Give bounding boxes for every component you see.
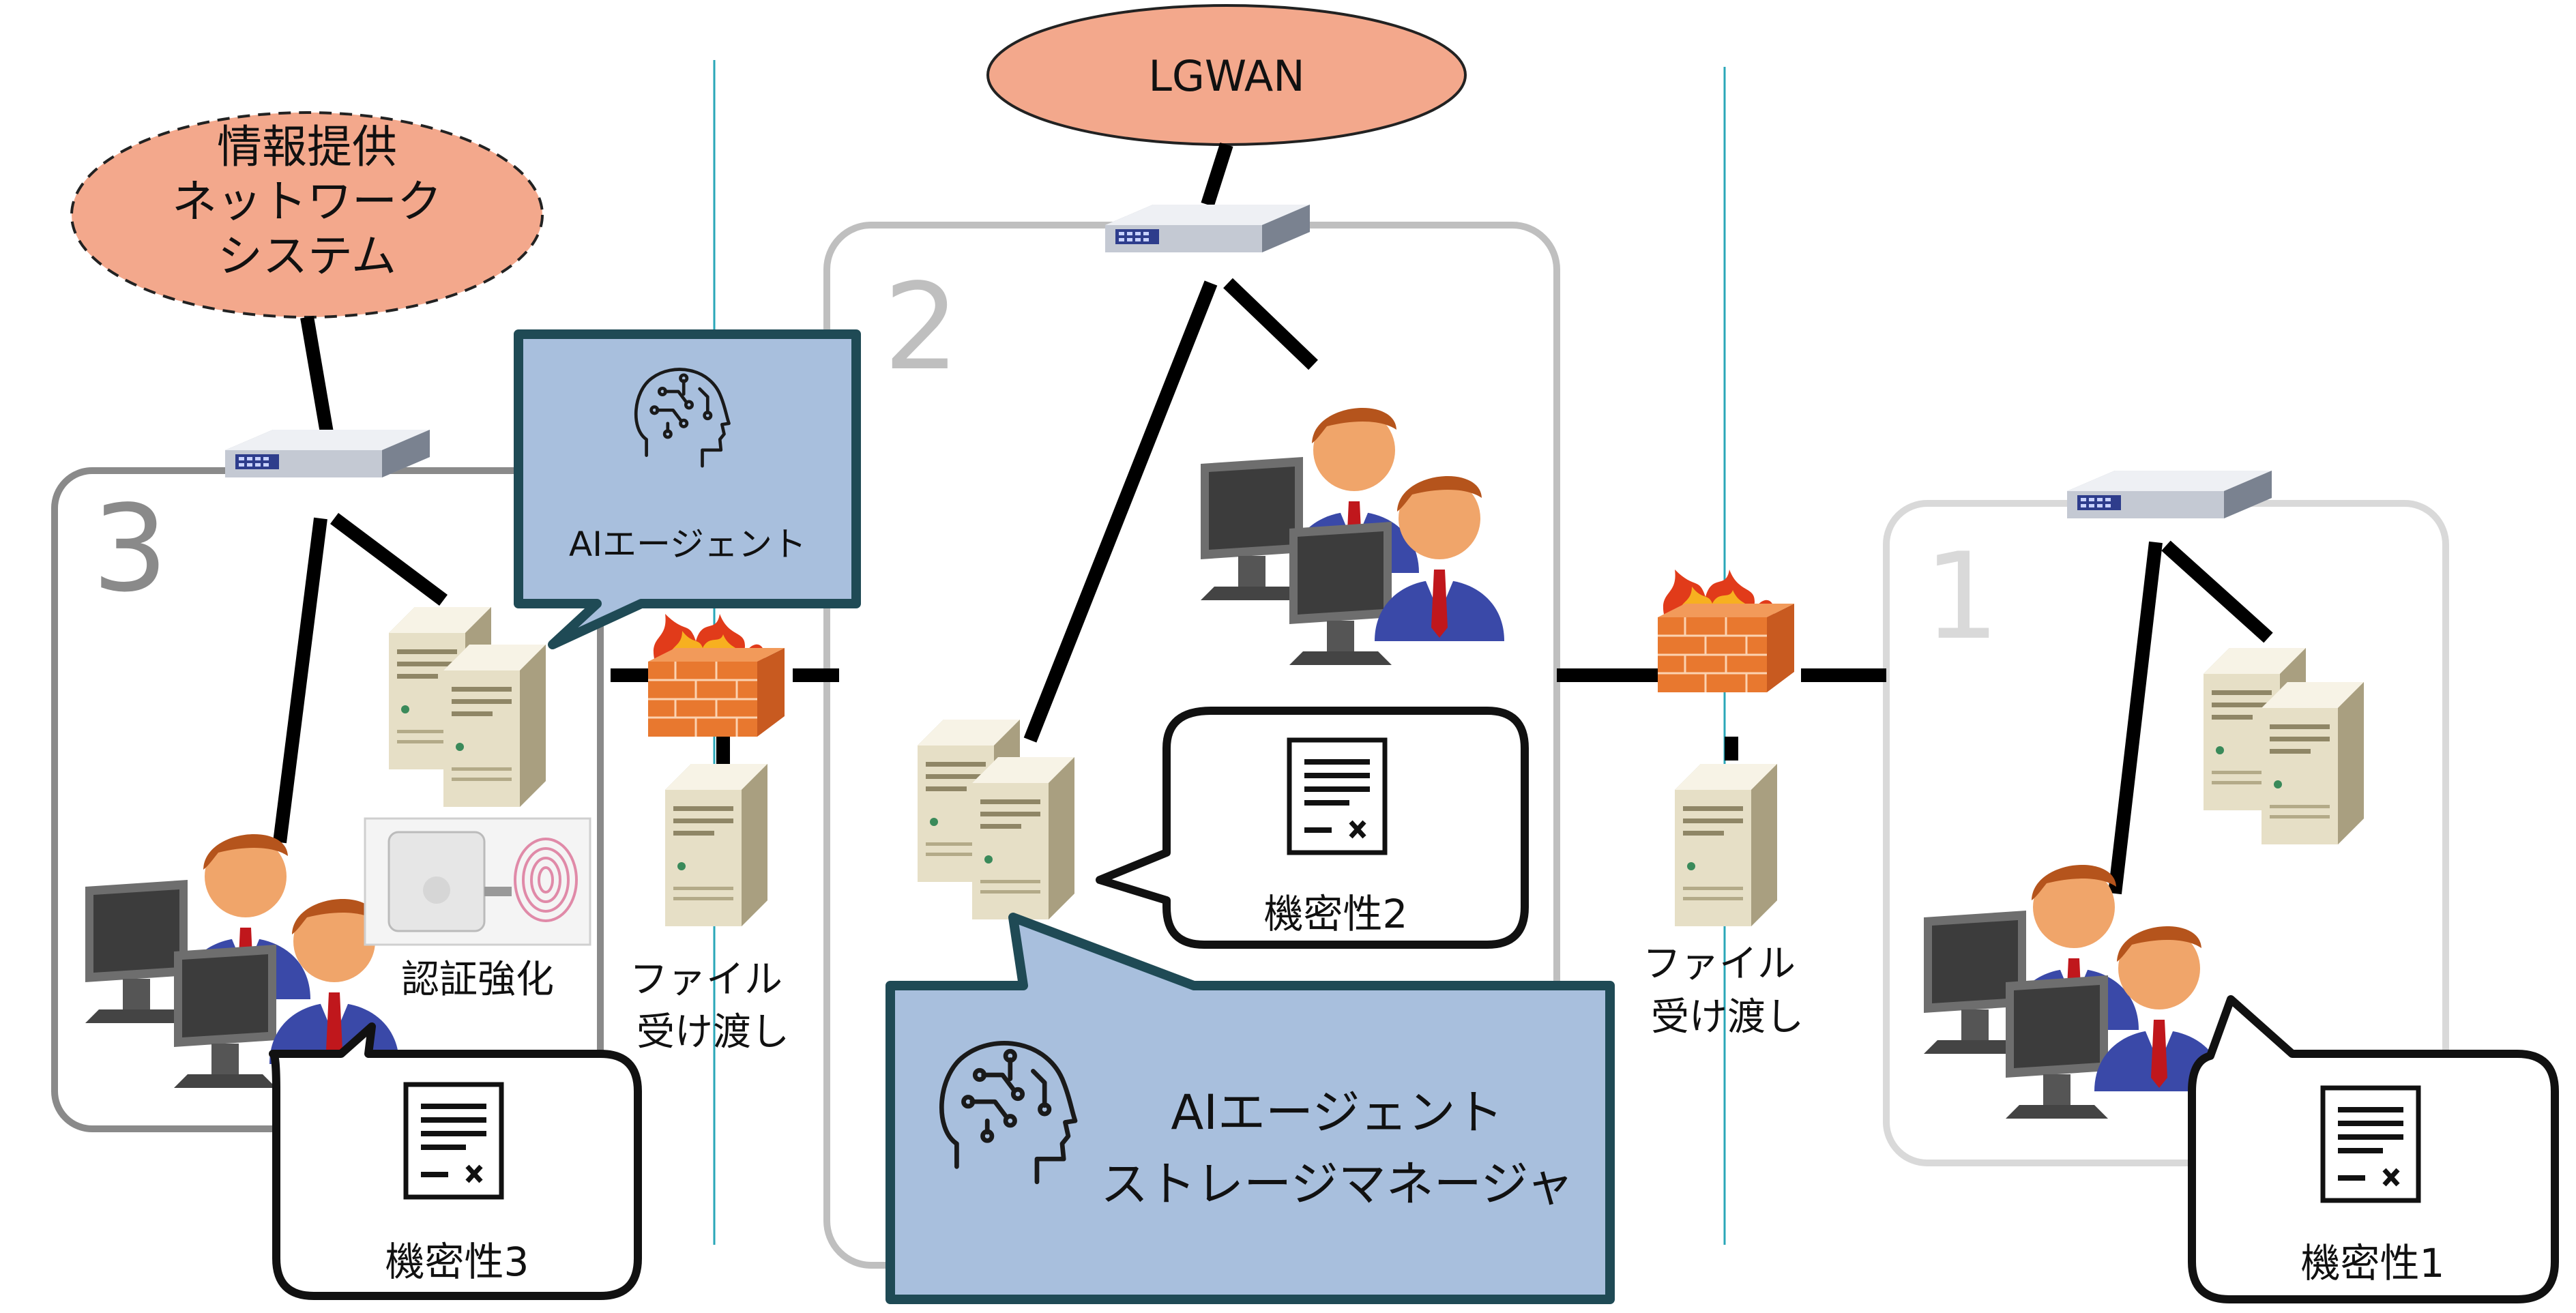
- server-icon: [2262, 682, 2364, 844]
- cloud-info-network-label-2: ネットワーク: [172, 175, 442, 228]
- cloud-info-network-label-1: 情報提供: [217, 121, 397, 173]
- document-icon: [406, 1085, 501, 1197]
- server-icon: [1675, 764, 1777, 926]
- firewall-icon: [647, 613, 786, 738]
- zone-2-number: 2: [883, 259, 959, 397]
- cloud-lgwan-label: LGWAN: [1148, 51, 1304, 101]
- network-links: [273, 142, 2273, 895]
- zone-3-number: 3: [92, 480, 168, 619]
- file-transfer-right-1: ファイル: [1643, 942, 1796, 986]
- file-transfer-right-2: 受け渡し: [1651, 995, 1804, 1039]
- ai-storage-callout: [886, 913, 1615, 1304]
- monitor-icon: [174, 945, 276, 1088]
- zone-1-number: 1: [1924, 528, 2000, 666]
- file-transfer-left-2: 受け渡し: [636, 1010, 789, 1054]
- monitor-icon: [2006, 975, 2108, 1119]
- monitor-icon: [85, 880, 188, 1023]
- switch-icon: [2067, 471, 2272, 518]
- ai-agent-callout: [514, 329, 861, 649]
- server-icon: [665, 764, 767, 926]
- fingerprint-icon: [514, 838, 578, 922]
- monitor-icon: [1289, 522, 1392, 665]
- server-icon: [972, 757, 1074, 919]
- firewall-icon: [1656, 568, 1796, 694]
- cloud-info-network-label-3: システム: [218, 230, 396, 282]
- ai-storage-label-1: AIエージェント: [1171, 1085, 1503, 1140]
- document-icon: [1289, 740, 1385, 853]
- server-icon: [443, 645, 546, 807]
- ai-storage-label-2: ストレージマネージャ: [1100, 1156, 1574, 1212]
- ai-agent-label: AIエージェント: [569, 525, 806, 564]
- conf1-label: 機密性1: [2301, 1240, 2445, 1286]
- switch-icon: [1105, 205, 1310, 252]
- auth-label: 認証強化: [401, 958, 554, 1002]
- conf3-label: 機密性3: [385, 1239, 529, 1285]
- document-icon: [2323, 1088, 2418, 1200]
- monitor-icon: [1201, 457, 1303, 600]
- card-reader-icon: [364, 817, 591, 946]
- file-transfer-left-1: ファイル: [630, 958, 782, 1002]
- conf2-label: 機密性2: [1264, 891, 1408, 937]
